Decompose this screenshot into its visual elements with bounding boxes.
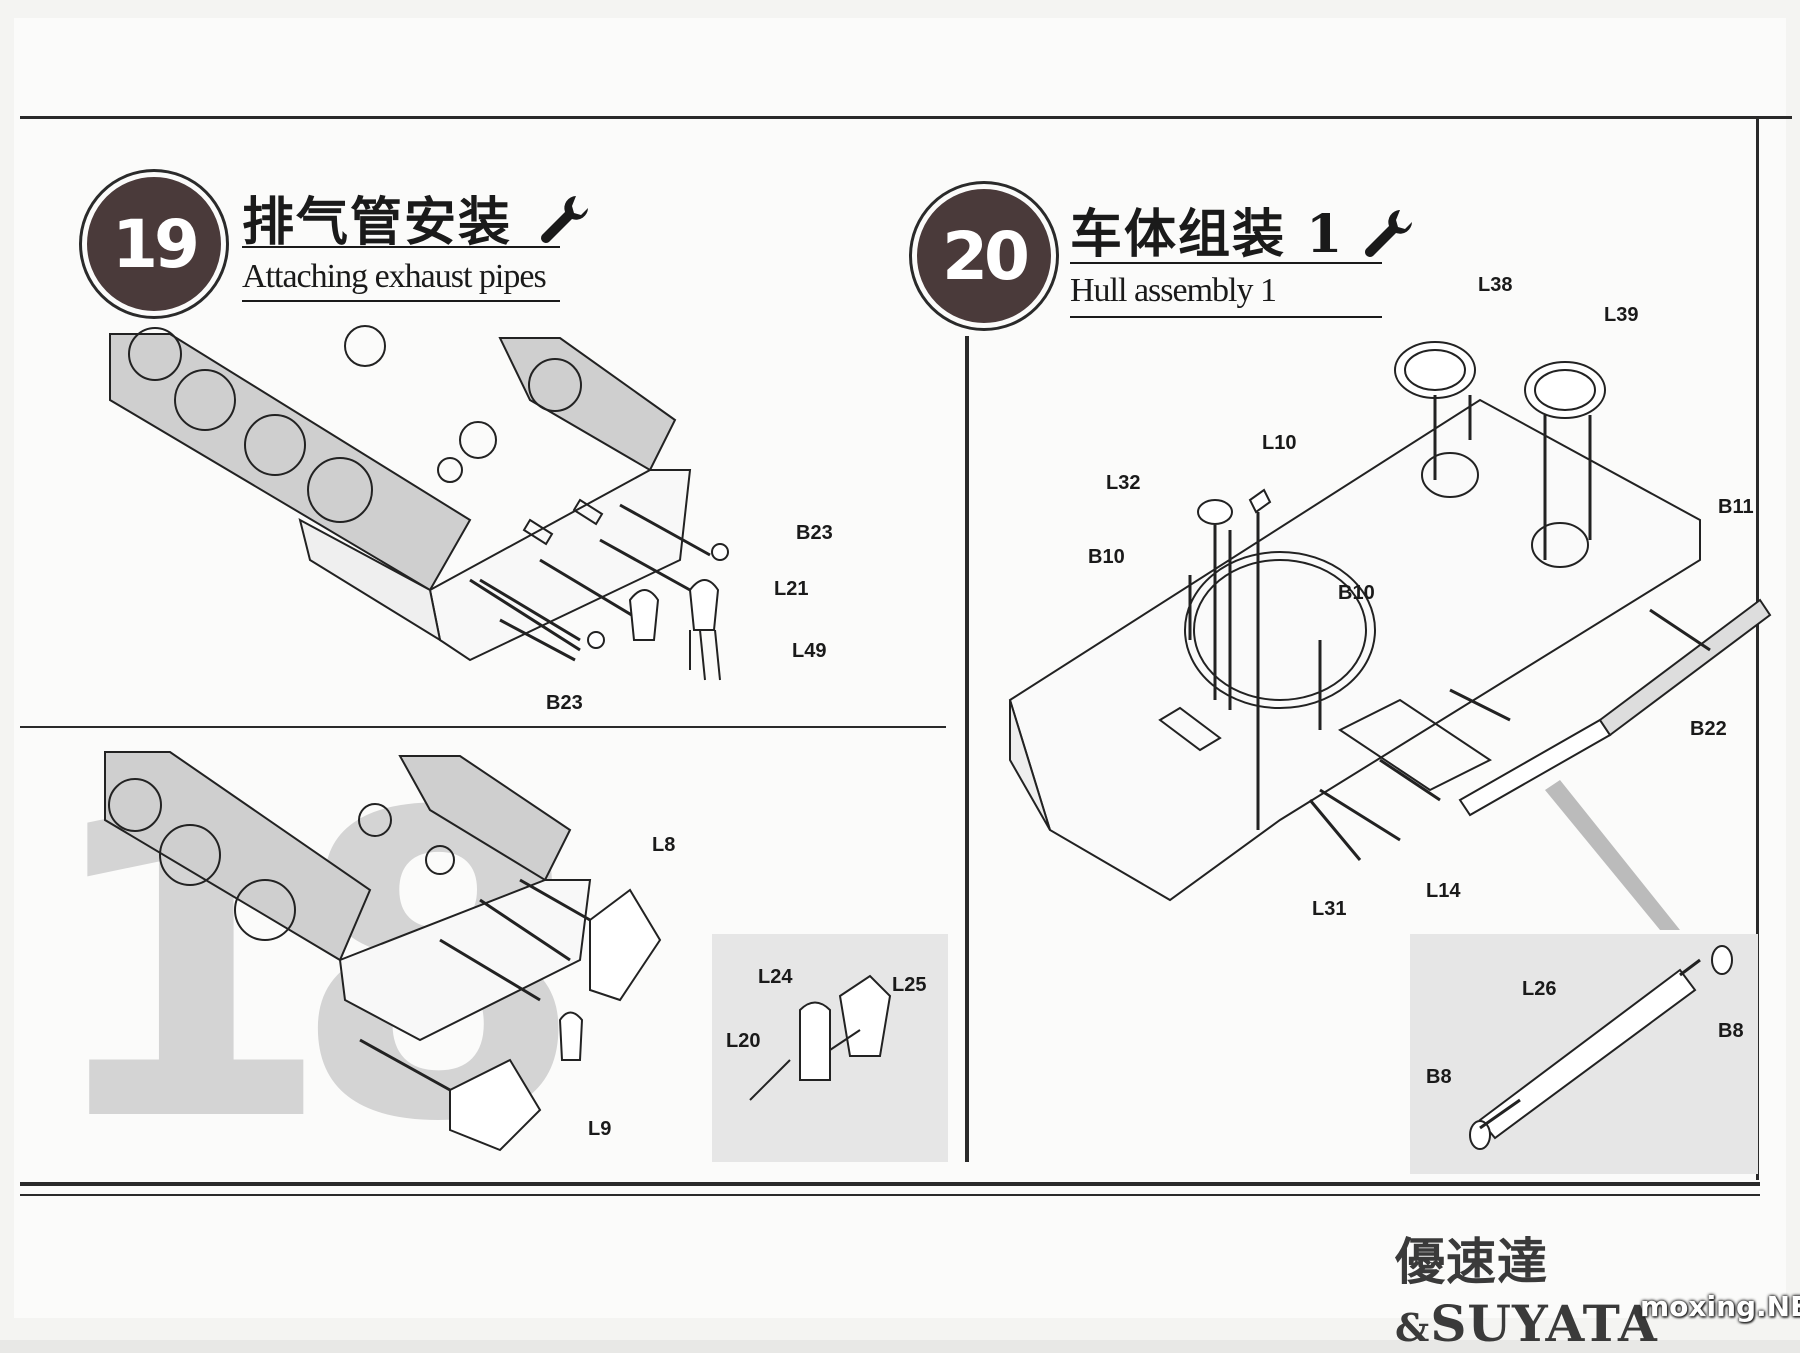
part-label: L32 [1106,472,1141,494]
part-label: B23 [546,692,583,714]
part-label: B8 [1718,1020,1744,1042]
part-label: L25 [892,974,927,996]
step-number-badge: 19 [82,172,226,316]
bottom-border-thin [20,1194,1760,1196]
bottom-border-thick [20,1182,1760,1186]
part-label: L14 [1426,880,1461,902]
brand-ampersand: & [1395,1305,1431,1350]
title-underline [1070,316,1382,318]
title-underline [242,246,560,248]
part-label: B23 [796,522,833,544]
part-label: B8 [1426,1066,1452,1088]
step-title-english: Attaching exhaust pipes [242,258,547,295]
part-label: L8 [652,834,676,856]
part-label: L38 [1478,274,1513,296]
part-label: L9 [588,1118,612,1140]
part-label: L49 [792,640,827,662]
part-label: L21 [774,578,809,600]
step-number-badge: 20 [912,184,1056,328]
step-title-chinese: 排气管安装 [242,192,513,253]
part-label: B10 [1338,582,1375,604]
part-label: L20 [726,1030,761,1052]
wrench-icon [1360,206,1416,272]
part-label: B11 [1718,496,1754,518]
step19-divider [20,726,946,728]
part-label: B10 [1088,546,1125,568]
part-label: B22 [1690,718,1727,740]
part-label: L26 [1522,978,1557,1000]
title-underline [242,300,560,302]
part-label: L10 [1262,432,1297,454]
right-border [1756,118,1759,1180]
part-label: L24 [758,966,793,988]
wrench-icon [536,192,592,258]
part-label: L31 [1312,898,1347,920]
part-label: L39 [1604,304,1639,326]
brand-name-latin: SUYATA [1430,1294,1658,1353]
title-underline [1070,262,1382,264]
brand-name-chinese: 優速達 [1395,1232,1548,1291]
step-title-chinese: 车体组装 1 [1070,204,1345,265]
site-watermark: moxing.NET [1640,1290,1800,1323]
top-border [20,116,1792,119]
brand-logo: 優速達 &SUYATA [1395,1222,1800,1353]
center-divider [965,336,969,1162]
step-title-english: Hull assembly 1 [1070,272,1277,309]
